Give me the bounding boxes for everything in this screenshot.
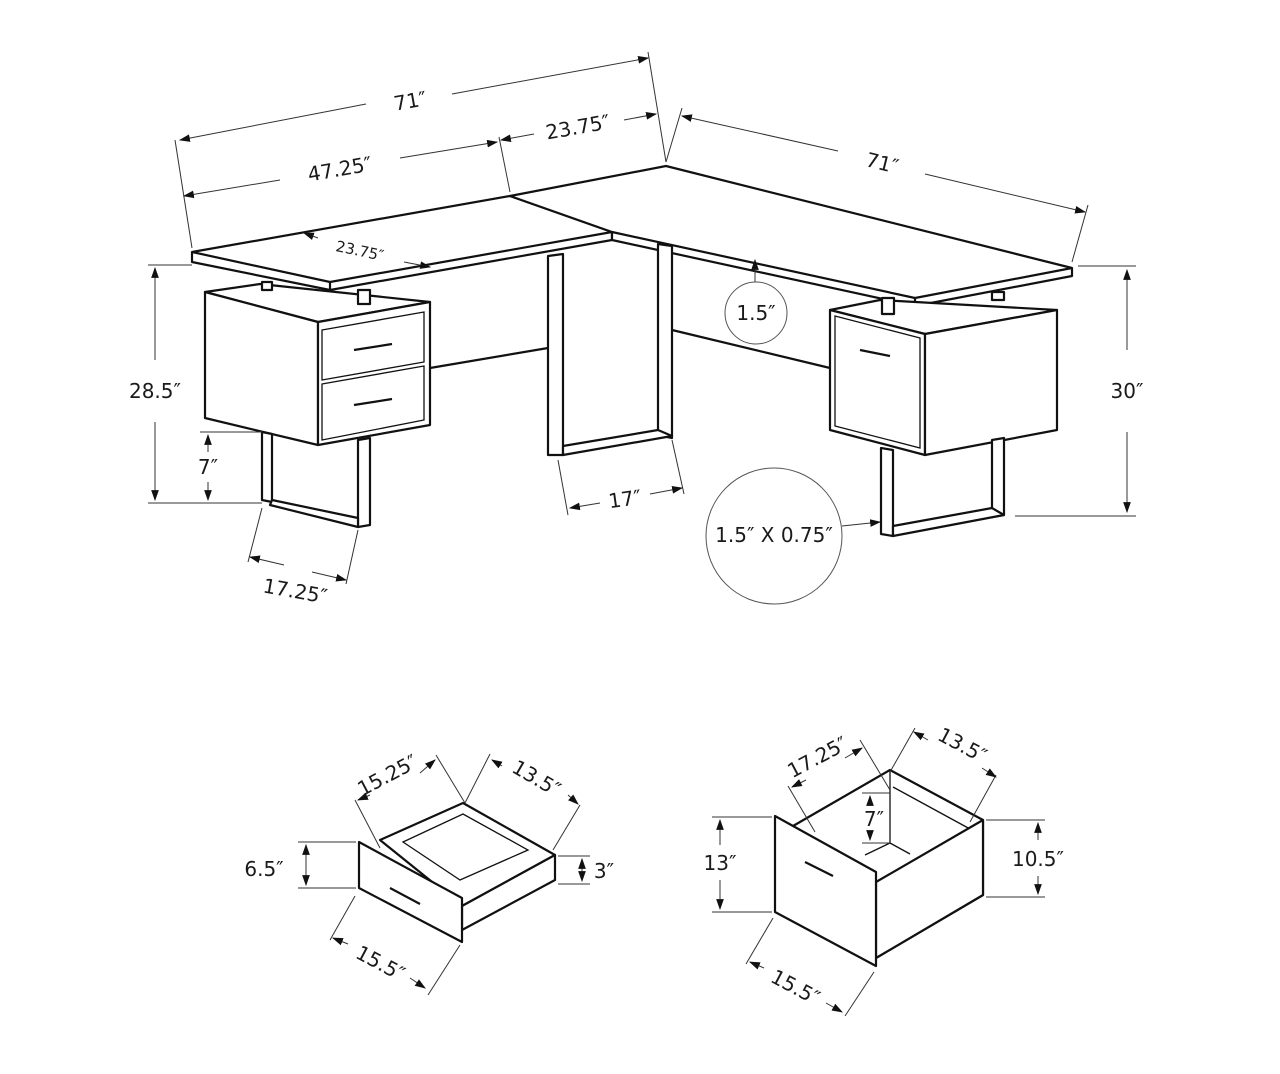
dim-center-leg-depth: 17″ — [607, 485, 643, 513]
dim-leg-profile: 1.5″ X 0.75″ — [715, 523, 833, 547]
dim-top-thickness: 1.5″ — [736, 301, 775, 325]
dim-file-drawer-front-height: 13″ — [704, 851, 737, 875]
leg-profile-callout — [705, 467, 843, 605]
dim-small-drawer-front-width: 15.5″ — [352, 940, 409, 986]
dim-file-drawer-depth: 13.5″ — [934, 722, 991, 768]
dim-total-height: 30″ — [1111, 379, 1144, 403]
dim-overall-width-left: 71″ — [392, 86, 429, 115]
small-drawer-handle — [389, 887, 421, 905]
dim-pedestal-height: 28.5″ — [129, 379, 181, 403]
desk-drawing — [190, 164, 1074, 538]
dim-left-leg-depth: 17.25″ — [261, 574, 329, 609]
dim-file-drawer-side-height: 10.5″ — [1012, 847, 1064, 871]
dim-small-drawer-width: 15.25″ — [353, 749, 421, 801]
right-file-pedestal — [828, 290, 1059, 538]
dim-small-drawer-depth: 13.5″ — [508, 755, 565, 802]
file-drawer: 17.25″ 13.5″ 7″ 13″ 10.5″ 15.5″ — [704, 722, 1064, 1017]
center-leg-frame — [546, 242, 674, 457]
file-drawer-handle — [859, 348, 891, 358]
top-thickness-callout — [724, 281, 788, 345]
dim-small-drawer-side-height: 3″ — [594, 859, 614, 883]
small-drawer: 15.25″ 13.5″ 6.5″ 3″ 15.5″ — [244, 749, 614, 996]
drawer-handle — [353, 397, 393, 407]
drawer-handle — [353, 342, 393, 352]
dim-corner-section: 23.75″ — [544, 110, 612, 145]
dim-small-drawer-front-height: 6.5″ — [244, 857, 283, 881]
dim-leg-clearance: 7″ — [198, 455, 218, 479]
dim-file-drawer-width: 17.25″ — [783, 731, 851, 783]
left-drawer-pedestal — [203, 280, 432, 529]
dim-overall-width-right: 71″ — [863, 147, 901, 178]
dim-file-drawer-inner-height: 7″ — [864, 807, 884, 831]
dim-file-drawer-front-width: 15.5″ — [767, 964, 824, 1010]
dim-left-section: 47.25″ — [306, 152, 374, 187]
file-drawer-front-handle — [804, 861, 834, 877]
